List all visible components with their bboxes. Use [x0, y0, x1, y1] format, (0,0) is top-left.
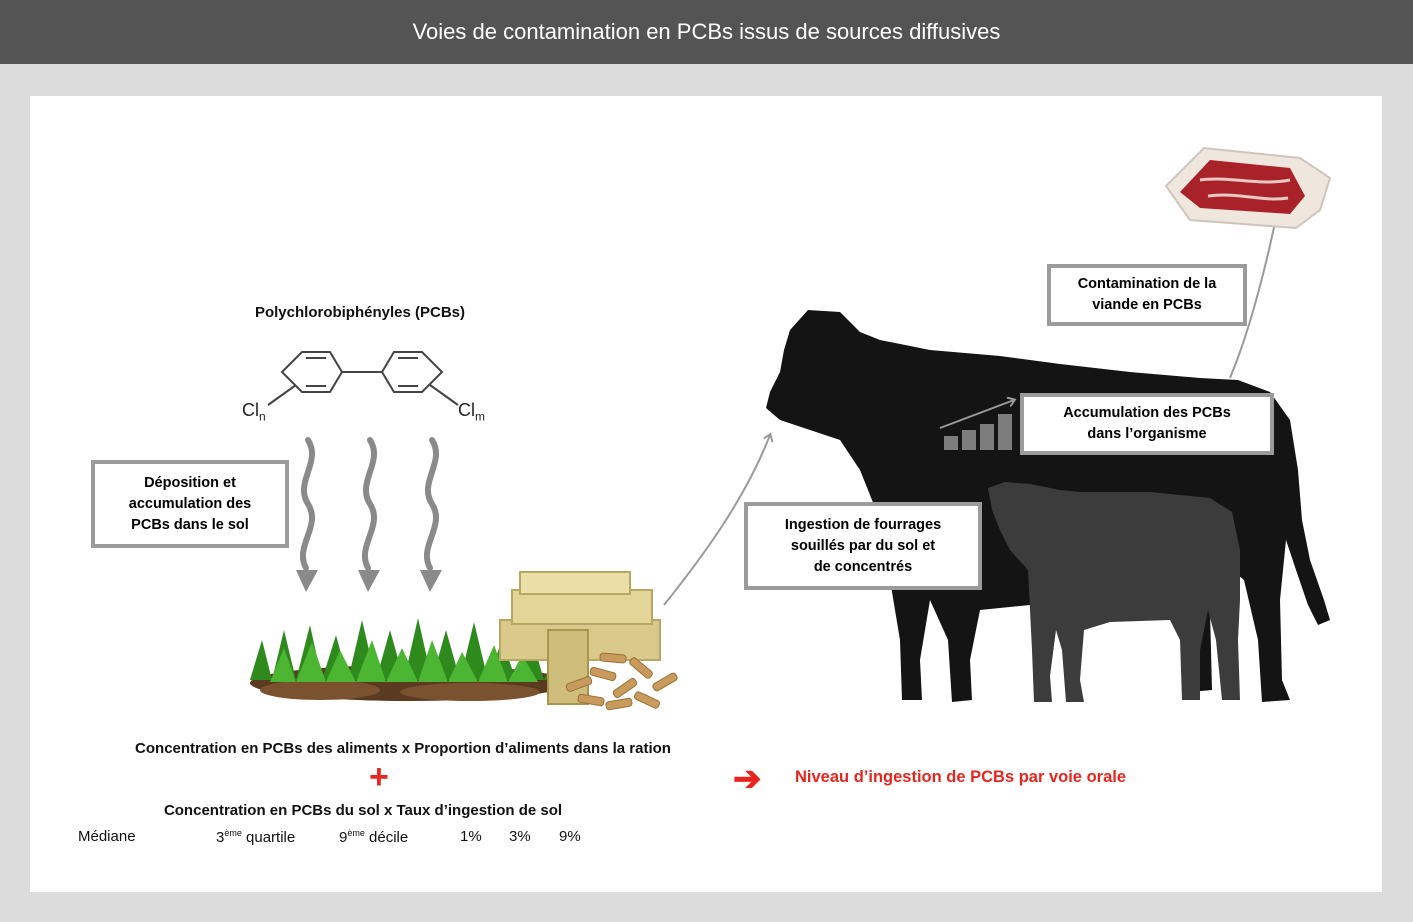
cl-symbol-right: Cl	[458, 400, 475, 420]
chlorine-m-label: Clm	[458, 400, 485, 424]
scenario-ninth-decile: 9ème décile	[339, 828, 408, 846]
deposition-arrows	[299, 437, 440, 571]
diagram-title-bar: Voies de contamination en PCBs issus de …	[0, 0, 1413, 64]
q3-number: 3	[216, 829, 225, 846]
d9-superscript: ème	[347, 828, 365, 838]
result-arrow-icon: ➔	[733, 760, 762, 798]
chlorine-n-label: Cln	[242, 400, 266, 424]
deposition-box: Déposition et accumulation des PCBs dans…	[91, 460, 289, 548]
cl-index-n: n	[259, 409, 266, 424]
ingestion-line-3: de concentrés	[813, 558, 913, 575]
cl-symbol-left: Cl	[242, 400, 259, 420]
ingestion-line-2: souillés par du sol et	[790, 537, 936, 554]
d9-number: 9	[339, 829, 348, 846]
molecule-title: Polychlorobiphényles (PCBs)	[254, 304, 466, 321]
contamination-line-1: Contamination de la	[1077, 276, 1217, 292]
d9-word: décile	[369, 829, 409, 846]
accumulation-bars-icon	[939, 400, 1014, 450]
scenario-1-percent: 1%	[460, 828, 482, 845]
arrow-feed-to-cow	[663, 435, 770, 606]
plus-sign: +	[369, 758, 389, 796]
result-text: Niveau d’ingestion de PCBs par voie oral…	[795, 768, 1127, 786]
scenario-9-percent: 9%	[559, 828, 581, 845]
accumulation-box: Accumulation des PCBs dans l’organisme	[1020, 393, 1274, 455]
formula-line-2: Concentration en PCBs du sol x Taux d’in…	[163, 802, 563, 819]
feed-pellets-image	[565, 652, 678, 711]
meat-steak-image	[1164, 146, 1332, 230]
deposition-arrowheads	[296, 570, 442, 592]
arrow-cow-to-meat	[1229, 218, 1276, 379]
accumulation-line-2: dans l’organisme	[1087, 426, 1207, 442]
ingestion-box: Ingestion de fourrages souillés par du s…	[744, 502, 982, 590]
q3-superscript: ème	[224, 828, 242, 838]
hay-bales-image	[499, 571, 661, 705]
cl-index-m: m	[475, 409, 485, 424]
deposition-line-1: Déposition et	[144, 474, 236, 491]
calf-silhouette	[988, 482, 1240, 702]
scenario-third-quartile: 3ème quartile	[216, 828, 295, 846]
deposition-line-3: PCBs dans le sol	[131, 516, 249, 533]
q3-word: quartile	[246, 829, 296, 846]
accumulation-line-1: Accumulation des PCBs	[1063, 405, 1231, 421]
deposition-line-2: accumulation des	[128, 495, 252, 512]
soil-grass-image	[250, 618, 570, 701]
contamination-line-2: viande en PCBs	[1092, 297, 1202, 313]
diagram-title: Voies de contamination en PCBs issus de …	[412, 19, 1001, 44]
pcb-molecule	[267, 351, 459, 406]
scenario-3-percent: 3%	[509, 828, 531, 845]
scenario-mediane: Médiane	[78, 828, 136, 845]
formula-line-1: Concentration en PCBs des aliments x Pro…	[135, 740, 671, 757]
ingestion-line-1: Ingestion de fourrages	[784, 516, 942, 533]
contamination-box: Contamination de la viande en PCBs	[1047, 264, 1247, 326]
